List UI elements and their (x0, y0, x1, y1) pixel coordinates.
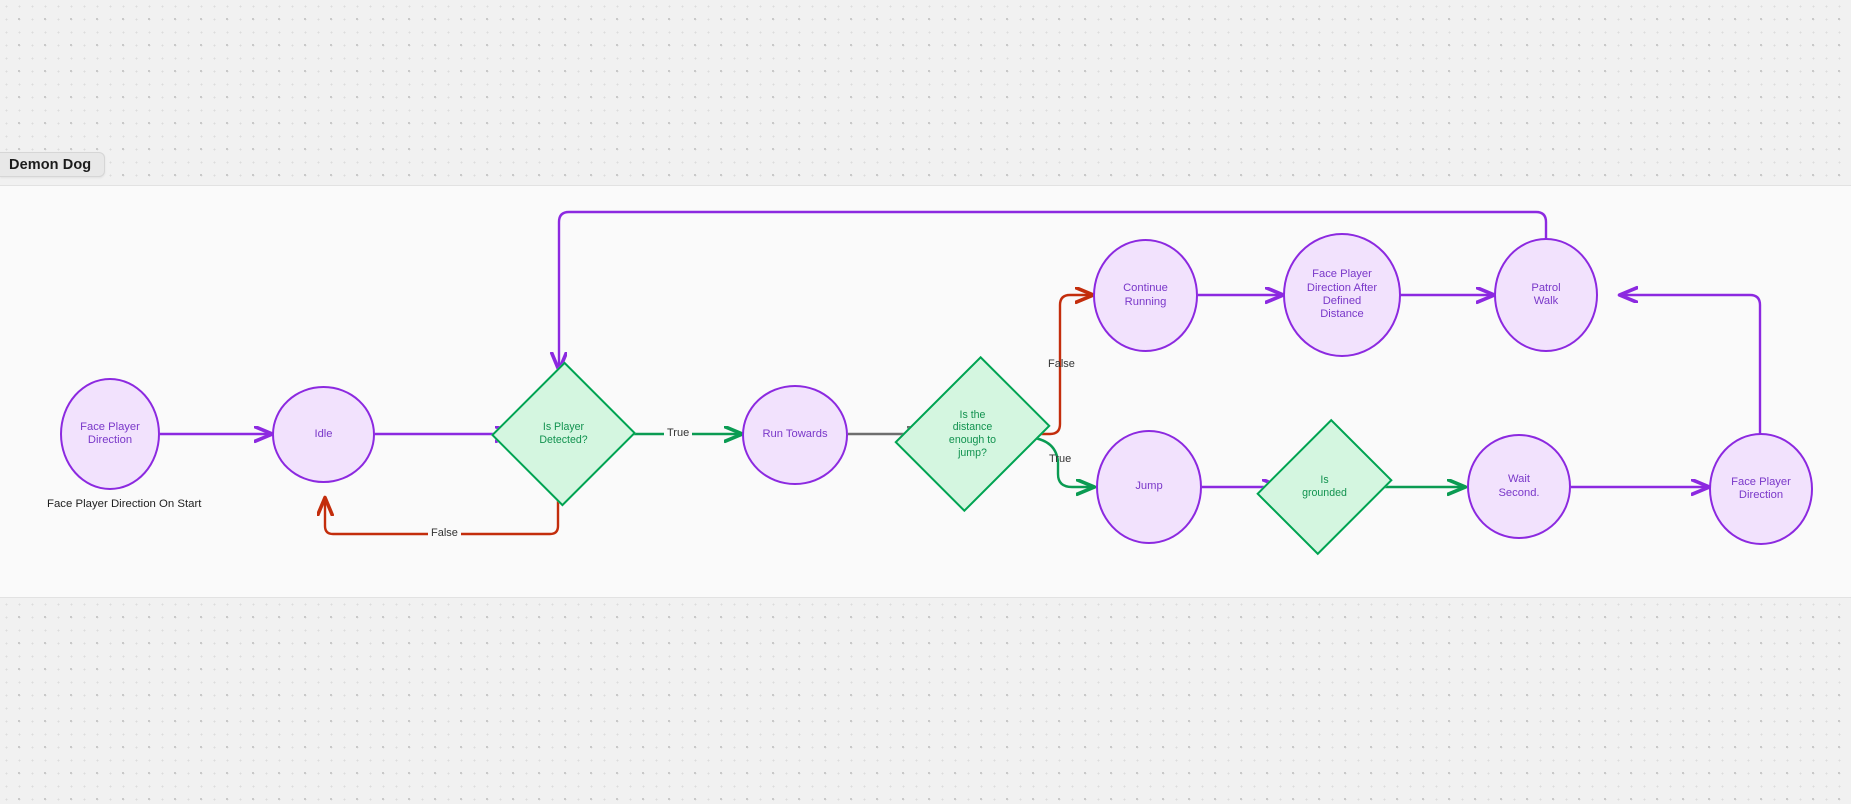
node-label: Is Player Detected? (539, 421, 588, 446)
node-label: Run Towards (762, 428, 828, 441)
edge-label-jump-false: False (1048, 358, 1075, 370)
node-label: Face Player Direction (1731, 475, 1791, 501)
diagram-title-label: Demon Dog (9, 156, 92, 173)
caption-face-player-direction-on-start: Face Player Direction On Start (47, 498, 202, 510)
node-is-distance-enough-to-jump[interactable]: Is the distance enough to jump? (894, 355, 1051, 513)
node-label: Face Player Direction (80, 420, 140, 446)
node-is-grounded[interactable]: Is grounded (1256, 418, 1393, 556)
node-label: Idle (314, 427, 333, 440)
node-face-player-direction-end[interactable]: Face Player Direction (1709, 433, 1813, 545)
node-jump[interactable]: Jump (1096, 430, 1202, 544)
diagram-title-pill[interactable]: Demon Dog (0, 152, 106, 177)
node-patrol-walk[interactable]: Patrol Walk (1494, 238, 1598, 352)
node-idle[interactable]: Idle (272, 386, 375, 483)
node-label: Jump (1135, 480, 1163, 493)
node-label: Patrol Walk (1531, 281, 1561, 307)
node-continue-running[interactable]: Continue Running (1093, 239, 1198, 352)
edge-label-detected-true: True (664, 427, 693, 439)
node-label: Is grounded (1302, 474, 1347, 499)
node-run-towards[interactable]: Run Towards (742, 385, 848, 485)
node-is-player-detected[interactable]: Is Player Detected? (491, 361, 636, 507)
node-label: Is the distance enough to jump? (948, 408, 997, 459)
node-label: Continue Running (1123, 282, 1168, 308)
node-face-player-direction-start[interactable]: Face Player Direction (60, 378, 160, 490)
node-wait-second[interactable]: Wait Second. (1467, 434, 1571, 539)
node-face-player-direction-after-defined-distance[interactable]: Face Player Direction After Defined Dist… (1283, 233, 1401, 357)
node-label: Face Player Direction After Defined Dist… (1306, 268, 1378, 321)
edge-label-jump-true: True (1049, 453, 1072, 465)
node-label: Wait Second. (1498, 473, 1540, 499)
edge-label-detected-false: False (428, 527, 461, 539)
